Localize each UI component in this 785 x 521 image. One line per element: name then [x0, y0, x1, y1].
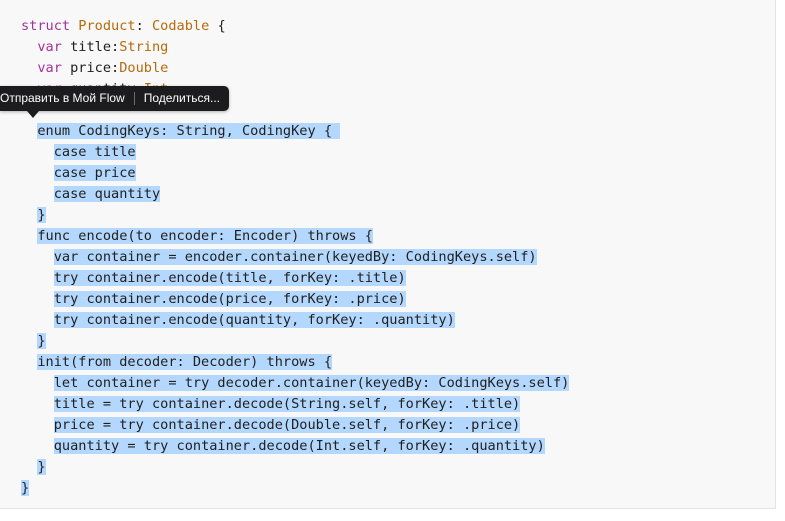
selected-code-text: quantity = try container.decode(Int.self… — [53, 438, 545, 454]
code-line: try container.encode(title, forKey: .tit… — [21, 268, 569, 289]
code-token: var container = encoder.container(keyedB… — [53, 249, 537, 265]
code-line: price = try container.decode(Double.self… — [21, 415, 569, 436]
code-line: struct Product: Codable { — [21, 16, 569, 37]
selected-code-text: init(from decoder: Decoder) throws { — [37, 354, 333, 370]
selection-toolbar: Отправить в Мой Flow Поделиться... — [0, 86, 229, 111]
code-token: init(from decoder: Decoder) throws { — [37, 354, 333, 370]
code-keyword: struct — [21, 18, 71, 34]
selected-code-text: enum CodingKeys: String, CodingKey { — [37, 123, 341, 139]
code-token: } — [37, 207, 46, 223]
code-token: try container.encode(quantity, forKey: .… — [53, 312, 455, 328]
code-type: Product — [78, 18, 136, 34]
code-text: struct Product: Codable { — [21, 18, 226, 34]
code-keyword: var — [37, 60, 62, 76]
code-token: try container.encode(price, forKey: .pri… — [53, 291, 406, 307]
selected-code-text: var container = encoder.container(keyedB… — [53, 249, 537, 265]
code-token: { — [209, 18, 226, 34]
code-type: Double — [119, 60, 169, 76]
code-type: Codable — [151, 18, 210, 34]
selected-code-text: } — [37, 207, 46, 223]
code-line: var container = encoder.container(keyedB… — [21, 247, 569, 268]
code-keyword: var — [37, 39, 62, 55]
code-token: } — [21, 480, 30, 496]
code-line: init(from decoder: Decoder) throws { — [21, 352, 569, 373]
code-line: case quantity — [21, 184, 569, 205]
selected-code-text: try container.encode(title, forKey: .tit… — [53, 270, 406, 286]
code-line: } — [21, 331, 569, 352]
selected-code-text: try container.encode(price, forKey: .pri… — [53, 291, 406, 307]
selected-code-text: } — [37, 333, 46, 349]
share-button[interactable]: Поделиться... — [143, 91, 220, 105]
code-line: enum CodingKeys: String, CodingKey { — [21, 121, 569, 142]
selected-code-text: case title — [53, 144, 136, 160]
selected-code-text: } — [21, 480, 30, 496]
code-token: } — [37, 333, 46, 349]
code-line: try container.encode(price, forKey: .pri… — [21, 289, 569, 310]
code-type: String — [119, 39, 169, 55]
selected-code-text: title = try container.decode(String.self… — [53, 396, 521, 412]
code-token: func encode(to encoder: Encoder) throws … — [37, 228, 373, 244]
code-line: quantity = try container.decode(Int.self… — [21, 436, 569, 457]
selected-code-text: try container.encode(quantity, forKey: .… — [53, 312, 455, 328]
code-line: } — [21, 205, 569, 226]
selected-code-text: let container = try decoder.container(ke… — [53, 375, 570, 391]
code-token: case quantity — [53, 186, 161, 202]
code-line: title = try container.decode(String.self… — [21, 394, 569, 415]
code-token: price = try container.decode(Double.self… — [53, 417, 521, 433]
code-token: price: — [61, 60, 120, 76]
code-line: case title — [21, 142, 569, 163]
code-line: case price — [21, 163, 569, 184]
code-token: title: — [61, 39, 120, 55]
selected-code-text: } — [37, 459, 46, 475]
code-text: var price:Double — [37, 60, 168, 76]
code-line: } — [21, 457, 569, 478]
code-line: let container = try decoder.container(ke… — [21, 373, 570, 394]
selected-code-text: price = try container.decode(Double.self… — [53, 417, 521, 433]
code-block[interactable]: struct Product: Codable { var title:Stri… — [0, 0, 776, 509]
code-token: title = try container.decode(String.self… — [53, 396, 521, 412]
code-token: try container.encode(title, forKey: .tit… — [53, 270, 406, 286]
code-token: : — [135, 18, 152, 34]
code-token: } — [37, 459, 46, 475]
code-line: func encode(to encoder: Encoder) throws … — [21, 226, 569, 247]
toolbar-pointer — [27, 111, 39, 118]
code-token: case price — [53, 165, 136, 181]
selected-code-text: case quantity — [53, 186, 161, 202]
send-to-my-flow-button[interactable]: Отправить в Мой Flow — [0, 91, 125, 105]
code-token: let container = try decoder.container(ke… — [53, 375, 570, 391]
code-text: var title:String — [37, 39, 168, 55]
code-line: var price:Double — [21, 58, 569, 79]
selected-code-text: func encode(to encoder: Encoder) throws … — [37, 228, 373, 244]
code-content[interactable]: struct Product: Codable { var title:Stri… — [21, 16, 570, 499]
code-token: enum CodingKeys: String, CodingKey { — [37, 123, 341, 139]
code-line: } — [21, 478, 569, 499]
toolbar-divider — [133, 92, 135, 105]
code-line: try container.encode(quantity, forKey: .… — [21, 310, 569, 331]
selected-code-text: case price — [53, 165, 136, 181]
code-token: quantity = try container.decode(Int.self… — [53, 438, 545, 454]
code-line: var title:String — [21, 37, 569, 58]
code-token: case title — [53, 144, 136, 160]
